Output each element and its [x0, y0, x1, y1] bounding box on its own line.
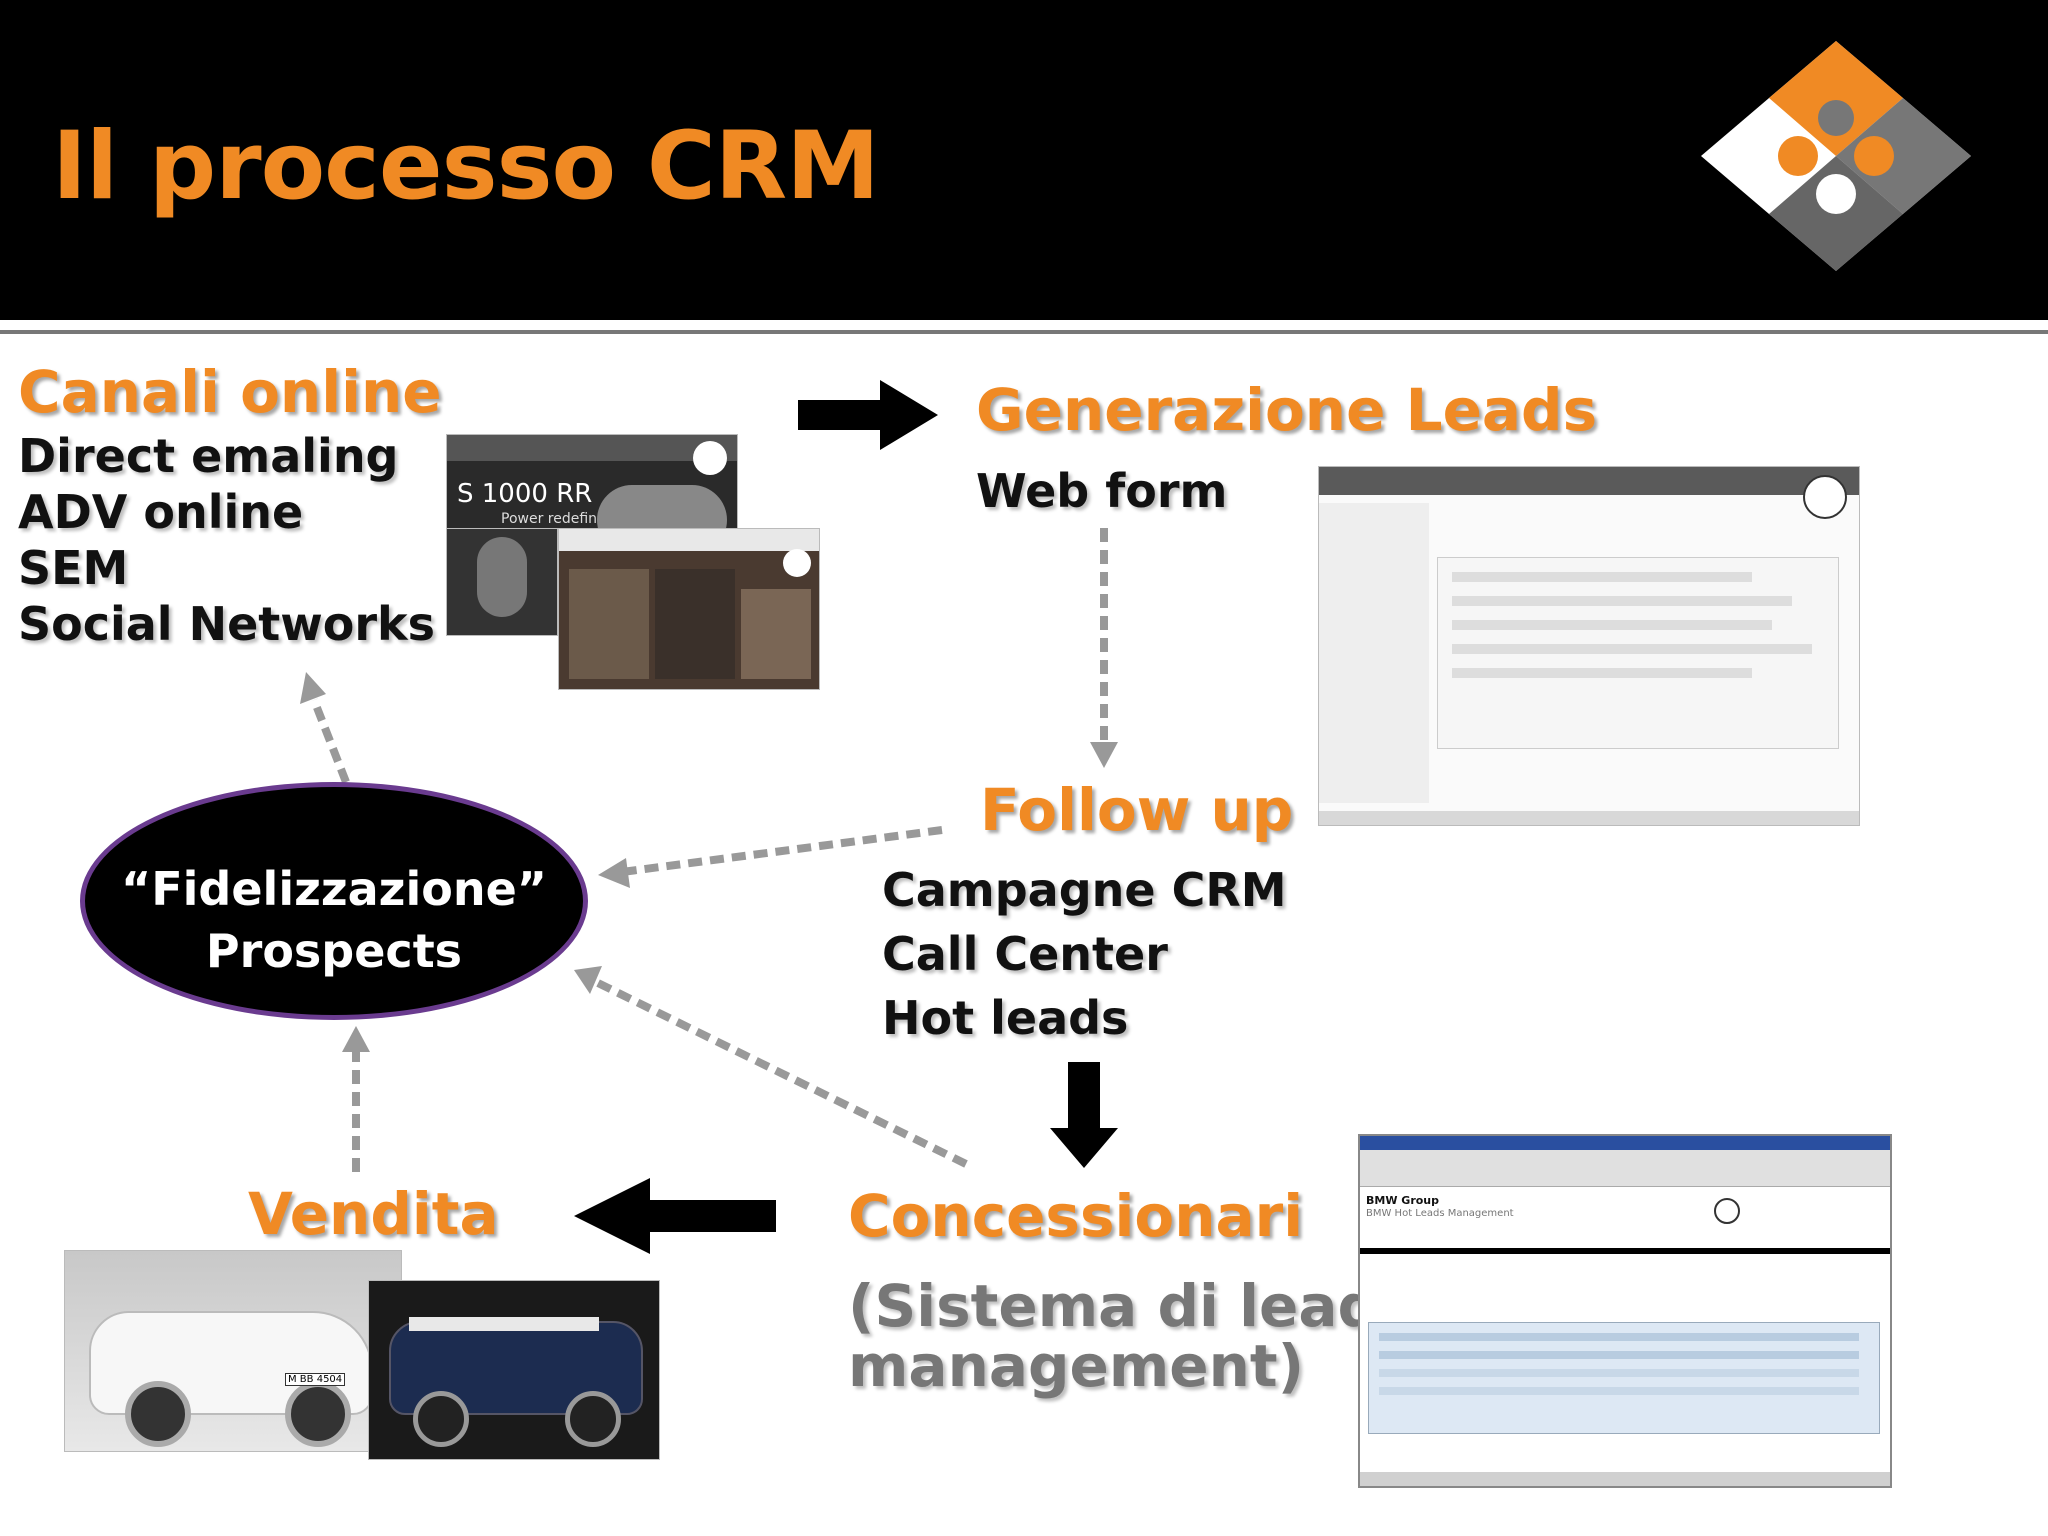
- canali-item: Social Networks: [18, 597, 436, 651]
- followup-item: Campagne CRM: [882, 863, 1287, 917]
- fidelizzazione-ellipse: [80, 782, 588, 1020]
- canali-list: Direct emaling ADV online SEM Social Net…: [18, 428, 435, 652]
- dashed-arrow-down-icon: [1090, 742, 1118, 768]
- social-photos-screenshot: [558, 528, 820, 690]
- followup-item: Call Center: [882, 927, 1168, 981]
- bmw-logo-icon: [783, 549, 811, 577]
- bike-tagline: S 1000 RR: [457, 479, 593, 509]
- generazione-sub: Web form: [976, 464, 1228, 518]
- hotleads-title: BMW Hot Leads Management: [1366, 1208, 1514, 1219]
- arrow-down-icon: [1050, 1062, 1118, 1168]
- fidelizzazione-line2: Prospects: [205, 924, 463, 978]
- bike-subtagline: Power redefined.: [501, 511, 619, 527]
- header-divider: [0, 330, 2048, 334]
- vendita-heading: Vendita: [248, 1180, 499, 1248]
- fidelizzazione-line1: “Fidelizzazione”: [121, 862, 547, 916]
- concessionari-sub-line2: management): [848, 1332, 1305, 1400]
- hotleads-brand: BMW Group: [1366, 1194, 1440, 1207]
- dashed-arrow-upleft2-icon: [300, 672, 326, 704]
- bmw-car-photo: M BB 4504: [64, 1250, 402, 1452]
- arrow-right-icon: [798, 380, 938, 450]
- web-form-screenshot: [1318, 466, 1860, 826]
- concessionari-sub: (Sistema di lead management): [848, 1276, 1379, 1396]
- license-plate: M BB 4504: [285, 1373, 346, 1386]
- followup-item: Hot leads: [882, 991, 1129, 1045]
- bmw-logo-icon: [693, 441, 727, 475]
- canali-heading: Canali online: [18, 358, 442, 426]
- bmw-logo-icon: [1714, 1198, 1740, 1224]
- concessionari-sub-line1: (Sistema di lead: [848, 1272, 1379, 1340]
- slide-title: Il processo CRM: [52, 112, 880, 221]
- mini-car-photo: [368, 1280, 660, 1460]
- bmw-logo-icon: [1803, 475, 1847, 519]
- fidelizzazione-label: “Fidelizzazione” Prospects: [80, 858, 588, 982]
- canali-item: ADV online: [18, 485, 304, 539]
- dashed-arrow-up-icon: [342, 1026, 370, 1052]
- generazione-heading: Generazione Leads: [976, 376, 1598, 444]
- hotleads-screenshot: BMW Group BMW Hot Leads Management: [1358, 1134, 1892, 1488]
- followup-list: Campagne CRM Call Center Hot leads: [882, 858, 1287, 1050]
- dashed-arrow-left-icon: [598, 858, 630, 888]
- followup-heading: Follow up: [980, 776, 1294, 844]
- canali-item: SEM: [18, 541, 129, 595]
- concessionari-heading: Concessionari: [848, 1182, 1304, 1250]
- canali-item: Direct emaling: [18, 429, 399, 483]
- bike-side-image: [446, 528, 558, 636]
- puzzle-logo: [1701, 41, 1971, 271]
- arrow-left-icon: [574, 1178, 776, 1254]
